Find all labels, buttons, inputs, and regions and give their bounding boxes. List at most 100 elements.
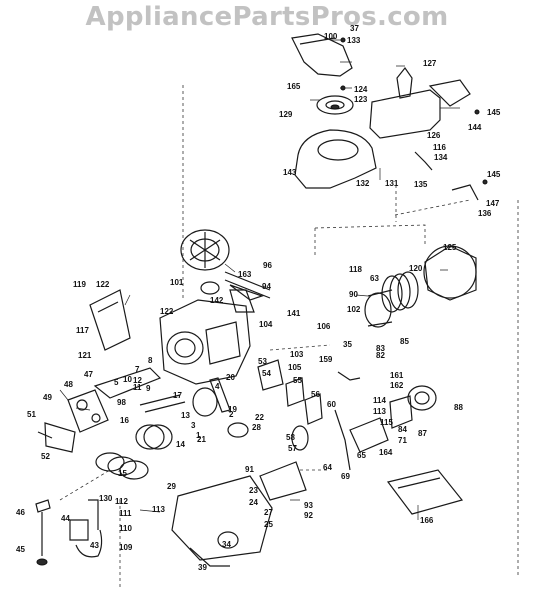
part-number-label: 16 <box>120 416 129 425</box>
part-number-label: 127 <box>423 59 437 68</box>
part-number-label: 135 <box>414 180 428 189</box>
rotor-assembly <box>349 385 437 453</box>
part-number-label: 123 <box>354 95 368 104</box>
part-number-label: 46 <box>16 508 25 517</box>
part-number-label: 8 <box>148 356 153 365</box>
part-number-label: 159 <box>319 355 333 364</box>
part-number-label: 141 <box>287 309 301 318</box>
part-number-label: 9 <box>146 384 151 393</box>
part-number-label: 25 <box>264 520 273 529</box>
part-number-label: 49 <box>43 393 52 402</box>
part-number-label: 122 <box>96 280 110 289</box>
part-number-label: 134 <box>434 153 448 162</box>
part-number-label: 29 <box>167 482 176 491</box>
part-number-label: 143 <box>283 168 297 177</box>
part-number-label: 51 <box>27 410 36 419</box>
part-number-label: 102 <box>347 305 361 314</box>
part-number-label: 83 <box>376 344 385 353</box>
part-number-label: 5 <box>114 378 119 387</box>
part-number-label: 43 <box>90 541 99 550</box>
part-number-label: 112 <box>115 497 128 506</box>
part-number-label: 94 <box>262 282 271 291</box>
part-number-label: 22 <box>255 413 264 422</box>
engine-block <box>159 271 271 385</box>
part-number-label: 165 <box>287 82 301 91</box>
watermark-text: AppliancePartsPros.com <box>85 2 449 32</box>
part-number-label: 7 <box>135 365 140 374</box>
part-number-label: 24 <box>249 498 258 507</box>
part-number-label: 21 <box>197 435 206 444</box>
part-number-label: 118 <box>349 265 362 274</box>
part-number-label: 114 <box>373 396 386 405</box>
part-number-label: 145 <box>487 108 501 117</box>
crankshaft <box>93 367 249 450</box>
part-number-label: 119 <box>73 280 86 289</box>
part-number-label: 122 <box>160 307 174 316</box>
part-number-label: 11 <box>133 383 142 392</box>
part-number-label: 64 <box>323 463 332 472</box>
part-number-label: 37 <box>350 24 359 33</box>
part-number-label: 45 <box>16 545 25 554</box>
part-number-label: 52 <box>41 452 50 461</box>
primer-assembly <box>35 499 103 566</box>
part-number-label: 54 <box>262 369 271 378</box>
part-number-label: 63 <box>370 274 379 283</box>
part-number-label: 23 <box>249 486 258 495</box>
part-number-label: 96 <box>263 261 272 270</box>
part-number-label: 144 <box>468 123 482 132</box>
part-number-label: 121 <box>78 351 92 360</box>
part-number-label: 44 <box>61 514 70 523</box>
part-number-label: 53 <box>258 357 267 366</box>
part-number-label: 104 <box>259 320 273 329</box>
part-number-label: 109 <box>119 543 133 552</box>
part-number-label: 35 <box>343 340 352 349</box>
leader-lines <box>59 39 460 520</box>
part-number-label: 133 <box>347 36 361 45</box>
part-number-label: 55 <box>293 376 302 385</box>
part-number-label: 1 <box>196 431 201 440</box>
carburetor <box>171 461 307 567</box>
part-number-label: 93 <box>304 501 313 510</box>
part-number-label: 162 <box>390 381 404 390</box>
part-number-label: 117 <box>76 326 89 335</box>
part-number-label: 47 <box>84 370 93 379</box>
part-number-label: 124 <box>354 85 368 94</box>
part-number-label: 88 <box>454 403 463 412</box>
part-number-label: 126 <box>427 131 441 140</box>
part-number-label: 19 <box>228 405 237 414</box>
part-number-label: 103 <box>290 350 304 359</box>
part-number-label: 98 <box>117 398 126 407</box>
part-number-label: 115 <box>380 418 393 427</box>
part-number-label: 39 <box>198 563 207 572</box>
gasket-rings <box>95 452 149 480</box>
part-number-label: 145 <box>487 170 501 179</box>
part-number-label: 58 <box>286 433 295 442</box>
part-number-label: 14 <box>176 440 185 449</box>
part-number-label: 120 <box>409 264 423 273</box>
valve-parts <box>257 359 361 471</box>
assembly-guide-lines <box>59 85 519 590</box>
part-number-label: 15 <box>118 469 127 478</box>
part-number-label: 125 <box>443 243 457 252</box>
part-number-label: 13 <box>181 411 190 420</box>
part-number-label: 28 <box>252 423 261 432</box>
part-number-label: 4 <box>215 382 220 391</box>
part-number-label: 27 <box>264 508 273 517</box>
part-number-label: 113 <box>373 407 386 416</box>
part-number-label: 163 <box>238 270 252 279</box>
part-number-label: 161 <box>390 371 404 380</box>
part-number-label: 3 <box>191 421 196 430</box>
part-number-label: 105 <box>288 363 302 372</box>
part-number-label: 48 <box>64 380 73 389</box>
shroud-panel <box>89 289 131 351</box>
part-number-label: 82 <box>376 351 385 360</box>
part-number-label: 85 <box>400 337 409 346</box>
part-number-label: 57 <box>288 444 297 453</box>
part-number-label: 2 <box>229 410 234 419</box>
starter-assembly <box>291 33 377 189</box>
part-number-label: 56 <box>311 390 320 399</box>
part-number-label: 10 <box>123 375 132 384</box>
